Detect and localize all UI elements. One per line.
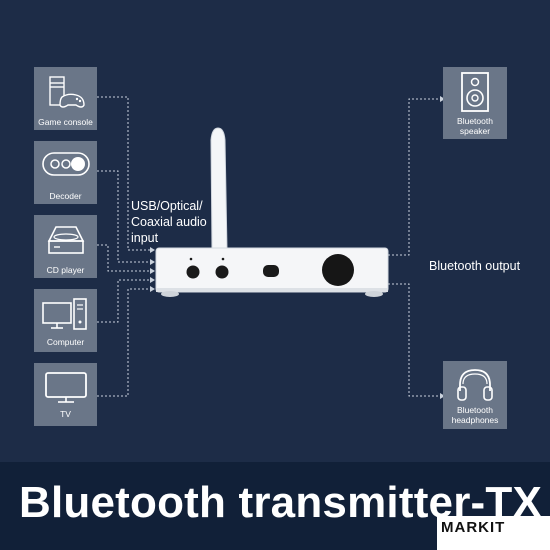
output-label: Bluetooth headphones	[451, 405, 499, 425]
decoder-icon	[42, 152, 90, 176]
source-computer: Computer	[34, 289, 97, 352]
cd-player-icon	[47, 226, 85, 254]
source-decoder: Decoder	[34, 141, 97, 204]
output-bluetooth-speaker: Bluetooth speaker	[443, 67, 507, 139]
headphones-icon	[457, 369, 493, 401]
brand-logo: MARKIT	[437, 516, 550, 550]
input-label: USB/Optical/ Coaxial audio input	[131, 199, 207, 245]
source-label: Computer	[46, 337, 85, 347]
computer-icon	[42, 298, 87, 330]
output-label-text: Bluetooth output	[429, 259, 521, 273]
source-label: TV	[60, 409, 71, 419]
source-label: Decoder	[49, 191, 82, 201]
brand-text: MARKIT	[441, 519, 506, 536]
antenna	[210, 127, 228, 251]
source-label: Game console	[38, 117, 93, 127]
tv-icon	[45, 372, 87, 403]
source-label: CD player	[46, 265, 85, 275]
source-cd-player: CD player	[34, 215, 97, 278]
game-console-icon	[49, 76, 85, 108]
source-game-console: Game console	[34, 67, 97, 130]
speaker-icon	[461, 72, 489, 112]
transmitter-device	[155, 247, 389, 297]
output-bluetooth-headphones: Bluetooth headphones	[443, 361, 507, 429]
output-label: Bluetooth speaker	[457, 116, 493, 136]
source-tv: TV	[34, 363, 97, 426]
